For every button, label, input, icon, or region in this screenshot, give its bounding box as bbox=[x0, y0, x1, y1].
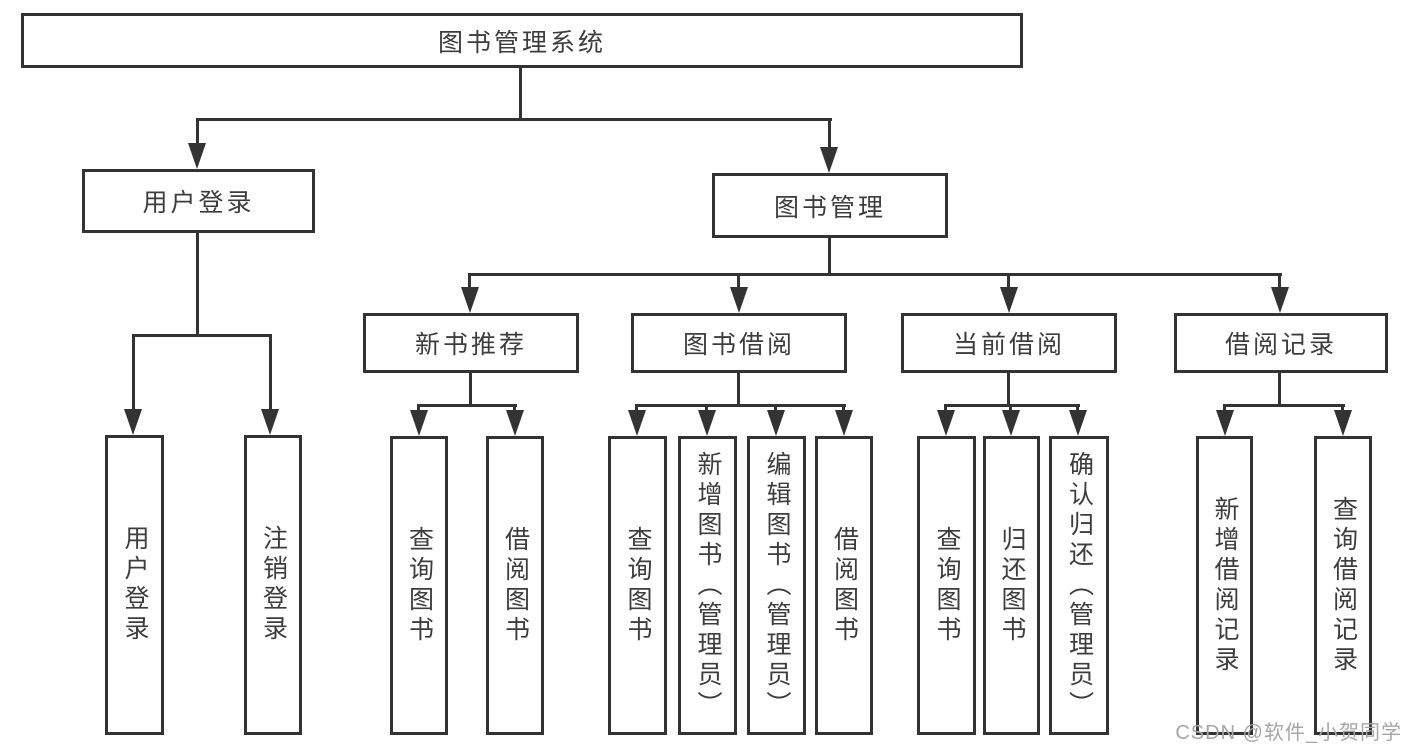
node-root-label: 图书管理系统 bbox=[437, 28, 606, 57]
arrowhead-down bbox=[261, 409, 279, 435]
arrowhead-down bbox=[937, 410, 955, 436]
connector-line bbox=[737, 273, 740, 289]
leaf-current-query-book-label: 查询图书 bbox=[933, 525, 961, 646]
node-current-borrow: 当前借阅 bbox=[901, 313, 1117, 373]
node-new-book-rec-label: 新书推荐 bbox=[414, 331, 527, 359]
connector-line bbox=[519, 68, 522, 121]
node-book-mgmt: 图书管理 bbox=[712, 173, 948, 238]
arrowhead-down bbox=[1334, 410, 1352, 436]
connector-line bbox=[944, 404, 1080, 407]
connector-line bbox=[417, 404, 420, 413]
connector-line bbox=[513, 404, 516, 413]
leaf-borrow-borrow-book-label: 借阅图书 bbox=[830, 525, 859, 646]
connector-line bbox=[1009, 404, 1012, 413]
csdn-watermark: CSDN @软件_小贺同学 bbox=[1175, 722, 1402, 744]
connector-line bbox=[196, 232, 199, 337]
arrowhead-down bbox=[1002, 410, 1020, 436]
leaf-current-confirm-return: 确认归还（管理员） bbox=[1049, 436, 1109, 735]
node-book-borrow: 图书借阅 bbox=[631, 313, 847, 373]
connector-line bbox=[828, 118, 831, 150]
connector-line bbox=[132, 334, 272, 337]
connector-line bbox=[196, 118, 199, 147]
leaf-borrow-add-book-label: 新增图书（管理员） bbox=[694, 450, 722, 721]
node-user-login-label: 用户登录 bbox=[142, 189, 255, 217]
connector-line bbox=[1007, 273, 1010, 289]
arrowhead-down bbox=[1000, 287, 1018, 313]
connector-line bbox=[1223, 404, 1345, 407]
connector-line bbox=[635, 404, 638, 413]
connector-line bbox=[1223, 404, 1226, 413]
leaf-current-query-book: 查询图书 bbox=[917, 436, 976, 735]
leaf-records-add-record-label: 新增借阅记录 bbox=[1211, 495, 1239, 676]
leaf-current-confirm-return-label: 确认归还（管理员） bbox=[1065, 450, 1094, 721]
arrowhead-down bbox=[461, 287, 479, 313]
arrowhead-down bbox=[1271, 287, 1289, 313]
leaf-newbook-borrow-book-label: 借阅图书 bbox=[501, 525, 530, 646]
arrowhead-down bbox=[730, 287, 748, 313]
connector-line bbox=[1341, 404, 1344, 413]
connector-line bbox=[132, 334, 135, 411]
connector-line bbox=[1076, 404, 1079, 413]
connector-line bbox=[1278, 273, 1281, 289]
connector-line bbox=[417, 404, 517, 407]
arrowhead-down bbox=[1069, 410, 1087, 436]
connector-line bbox=[269, 334, 272, 411]
arrowhead-down bbox=[628, 410, 646, 436]
leaf-user-login-label: 用户登录 bbox=[121, 525, 149, 645]
leaf-records-add-record: 新增借阅记录 bbox=[1196, 436, 1253, 735]
connector-line bbox=[469, 273, 1282, 276]
arrowhead-down bbox=[820, 147, 838, 173]
connector-line bbox=[944, 404, 947, 413]
arrowhead-down bbox=[506, 410, 524, 436]
connector-line bbox=[828, 237, 831, 276]
node-user-login: 用户登录 bbox=[82, 169, 315, 233]
leaf-newbook-query-book-label: 查询图书 bbox=[405, 525, 434, 646]
leaf-records-query-record-label: 查询借阅记录 bbox=[1329, 495, 1358, 676]
node-borrow-records: 借阅记录 bbox=[1174, 313, 1388, 373]
connector-line bbox=[842, 404, 845, 413]
leaf-current-return-book: 归还图书 bbox=[983, 436, 1040, 735]
node-borrow-records-label: 借阅记录 bbox=[1224, 331, 1337, 359]
leaf-borrow-add-book: 新增图书（管理员） bbox=[678, 436, 737, 735]
node-root: 图书管理系统 bbox=[21, 13, 1023, 68]
node-book-mgmt-label: 图书管理 bbox=[773, 193, 886, 222]
leaf-borrow-query-book-label: 查询图书 bbox=[624, 525, 652, 646]
leaf-newbook-query-book: 查询图书 bbox=[390, 436, 448, 735]
arrowhead-down bbox=[188, 143, 206, 169]
arrowhead-down bbox=[767, 410, 785, 436]
leaf-borrow-borrow-book: 借阅图书 bbox=[815, 436, 873, 735]
connector-line bbox=[469, 372, 472, 406]
leaf-newbook-borrow-book: 借阅图书 bbox=[486, 436, 544, 735]
connector-line bbox=[737, 372, 740, 406]
leaf-borrow-query-book: 查询图书 bbox=[608, 436, 667, 735]
connector-line bbox=[1278, 373, 1281, 406]
leaf-user-login: 用户登录 bbox=[105, 435, 164, 735]
leaf-logout: 注销登录 bbox=[244, 435, 302, 735]
arrowhead-down bbox=[698, 410, 716, 436]
leaf-logout-label: 注销登录 bbox=[259, 525, 288, 645]
arrowhead-down bbox=[835, 410, 853, 436]
node-book-borrow-label: 图书借阅 bbox=[682, 331, 795, 359]
node-current-borrow-label: 当前借阅 bbox=[952, 331, 1065, 359]
connector-line bbox=[635, 404, 846, 407]
leaf-borrow-edit-book-label: 编辑图书（管理员） bbox=[763, 450, 791, 721]
connector-line bbox=[774, 404, 777, 413]
arrowhead-down bbox=[1216, 410, 1234, 436]
leaf-borrow-edit-book: 编辑图书（管理员） bbox=[747, 436, 806, 735]
connector-line bbox=[1007, 372, 1010, 406]
connector-line bbox=[705, 404, 708, 413]
leaf-records-query-record: 查询借阅记录 bbox=[1314, 436, 1372, 735]
leaf-current-return-book-label: 归还图书 bbox=[998, 525, 1026, 646]
node-new-book-rec: 新书推荐 bbox=[363, 313, 579, 373]
arrowhead-down bbox=[124, 409, 142, 435]
arrowhead-down bbox=[410, 410, 428, 436]
connector-line bbox=[468, 273, 471, 289]
connector-line bbox=[196, 118, 832, 121]
